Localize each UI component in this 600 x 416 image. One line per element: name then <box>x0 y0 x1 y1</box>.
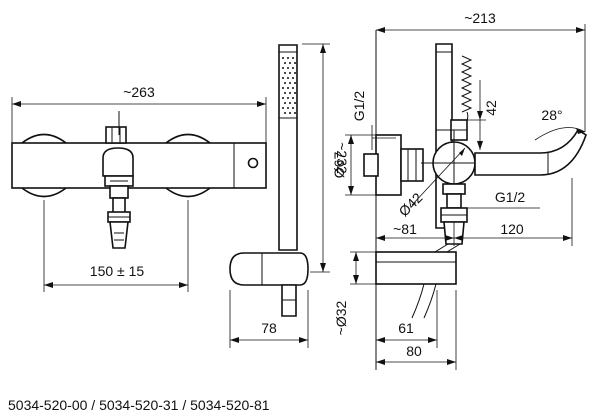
spray-nozzle-dot <box>284 112 286 114</box>
spray-nozzle-dot <box>284 92 286 94</box>
spray-nozzle-dot <box>287 57 289 59</box>
spray-nozzle-dot <box>287 77 289 79</box>
label-holder-depth: 78 <box>261 320 277 336</box>
spray-nozzle-dot <box>289 72 291 74</box>
label-spout-angle: 28° <box>541 107 562 123</box>
label-front-width: ~263 <box>123 84 155 100</box>
spray-nozzle-dot <box>294 92 296 94</box>
spray-nozzle-dot <box>284 82 286 84</box>
spray-nozzle-dot <box>287 87 289 89</box>
label-thread-bottom: G1/2 <box>495 189 526 205</box>
spray-nozzle-dot <box>287 97 289 99</box>
spray-nozzle-dot <box>289 82 291 84</box>
spray-nozzle-dot <box>289 62 291 64</box>
hand-shower-view <box>229 43 330 348</box>
front-view <box>11 97 267 292</box>
spray-nozzle-dot <box>282 97 284 99</box>
label-depth-80: 80 <box>406 343 422 359</box>
spray-nozzle-dot <box>284 62 286 64</box>
spray-nozzle-dot <box>282 67 284 69</box>
spray-nozzle-dot <box>294 112 296 114</box>
spray-nozzle-dot <box>284 72 286 74</box>
spray-nozzle-dot <box>282 77 284 79</box>
label-height-42: 42 <box>483 100 499 116</box>
spray-nozzle-dot <box>282 107 284 109</box>
spray-nozzle-dot <box>289 112 291 114</box>
label-side-width: ~213 <box>464 10 496 26</box>
spray-nozzle-dot <box>294 82 296 84</box>
spray-nozzle-dot <box>289 102 291 104</box>
label-cover-diameter: Ø67 <box>331 152 347 179</box>
spray-nozzle-dot <box>292 77 294 79</box>
spray-nozzle-dot <box>292 67 294 69</box>
spray-nozzle-dot <box>292 107 294 109</box>
label-length-81: ~81 <box>393 221 417 237</box>
spray-nozzle-dot <box>284 102 286 104</box>
article-numbers: 5034-520-00 / 5034-520-31 / 5034-520-81 <box>8 397 270 413</box>
label-hose-diameter: ~Ø32 <box>333 300 349 335</box>
label-thread-top: G1/2 <box>351 91 367 122</box>
spray-nozzle-dot <box>287 67 289 69</box>
spray-nozzles <box>282 57 296 114</box>
spray-nozzle-dot <box>294 102 296 104</box>
spray-nozzle-dot <box>294 62 296 64</box>
spray-nozzle-dot <box>287 107 289 109</box>
spray-nozzle-dot <box>292 87 294 89</box>
label-depth-61: 61 <box>398 320 414 336</box>
side-view <box>345 24 587 370</box>
spray-nozzle-dot <box>294 72 296 74</box>
label-shower-height: ~232 <box>334 142 350 174</box>
label-handle-spacing: 150 ± 15 <box>90 263 145 279</box>
spray-nozzle-dot <box>282 87 284 89</box>
spray-nozzle-dot <box>289 92 291 94</box>
spray-nozzle-dot <box>292 97 294 99</box>
spray-nozzle-dot <box>292 57 294 59</box>
label-spout-length: 120 <box>500 221 524 237</box>
spray-nozzle-dot <box>282 57 284 59</box>
